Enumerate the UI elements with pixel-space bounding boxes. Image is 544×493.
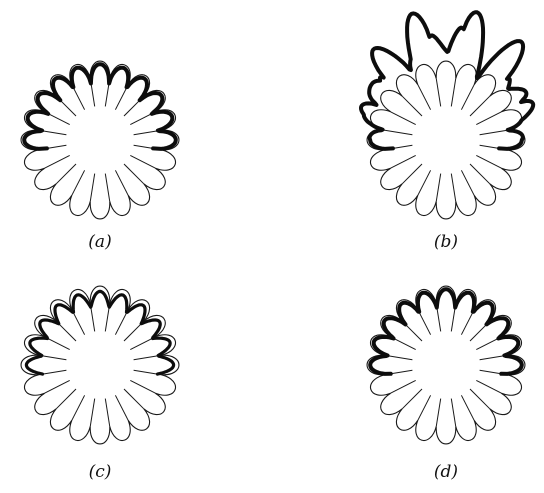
trace-line (361, 12, 533, 149)
petal-divider (90, 399, 94, 427)
petal-divider (402, 389, 422, 409)
petal-divider (461, 170, 474, 195)
petal-divider (476, 380, 501, 393)
panel-a: (a) (21, 61, 179, 252)
trace-path (370, 289, 522, 374)
petal-divider (402, 96, 422, 116)
petal-divider (72, 170, 85, 195)
petal-divider (45, 380, 70, 393)
panel-label: (d) (434, 462, 458, 482)
petal-divider (451, 399, 455, 427)
petal-divider (402, 164, 422, 184)
petal-divider (470, 96, 490, 116)
panel-label: (b) (434, 232, 458, 252)
panel-b: (b) (361, 12, 533, 252)
petal-divider (115, 170, 128, 195)
panel-label: (c) (89, 462, 112, 482)
trace-path (361, 12, 533, 149)
petal-divider (385, 130, 413, 134)
petal-divider (480, 130, 508, 134)
flower-outline (367, 286, 525, 444)
petal-divider (72, 395, 85, 420)
panel-label: (a) (88, 232, 111, 252)
flower-outline (367, 61, 525, 219)
petal-divider (436, 399, 440, 427)
petal-divider (115, 395, 128, 420)
petal-outline (21, 61, 179, 219)
petal-divider (436, 79, 440, 107)
trace-line (24, 64, 176, 149)
petal-divider (476, 112, 501, 125)
petal-divider (470, 164, 490, 184)
petal-divider (56, 389, 76, 409)
petal-outline (367, 286, 525, 444)
petal-divider (105, 399, 109, 427)
petal-divider (56, 164, 76, 184)
petal-divider (124, 389, 144, 409)
trace-line (26, 291, 173, 374)
trace-path (26, 291, 173, 374)
petal-divider (130, 380, 155, 393)
petal-divider (470, 389, 490, 409)
petal-divider (476, 155, 501, 168)
petal-divider (90, 174, 94, 202)
petal-divider (418, 85, 431, 110)
petal-divider (436, 174, 440, 202)
petal-divider (461, 85, 474, 110)
petal-divider (418, 170, 431, 195)
petal-divider (451, 79, 455, 107)
flower-outline (21, 286, 179, 444)
petal-outline (21, 286, 179, 444)
flower-outline (21, 61, 179, 219)
panel-d: (d) (367, 286, 525, 482)
petal-divider (391, 155, 416, 168)
petal-divider (418, 395, 431, 420)
petal-divider (391, 112, 416, 125)
trace-path (24, 64, 176, 149)
petal-divider (105, 174, 109, 202)
trace-line (370, 289, 522, 374)
petal-divider (124, 164, 144, 184)
petal-divider (451, 174, 455, 202)
petal-outline (367, 61, 525, 219)
petal-divider (130, 155, 155, 168)
petal-divider (45, 155, 70, 168)
petal-divider (461, 395, 474, 420)
panel-c: (c) (21, 286, 179, 482)
petal-divider (391, 380, 416, 393)
